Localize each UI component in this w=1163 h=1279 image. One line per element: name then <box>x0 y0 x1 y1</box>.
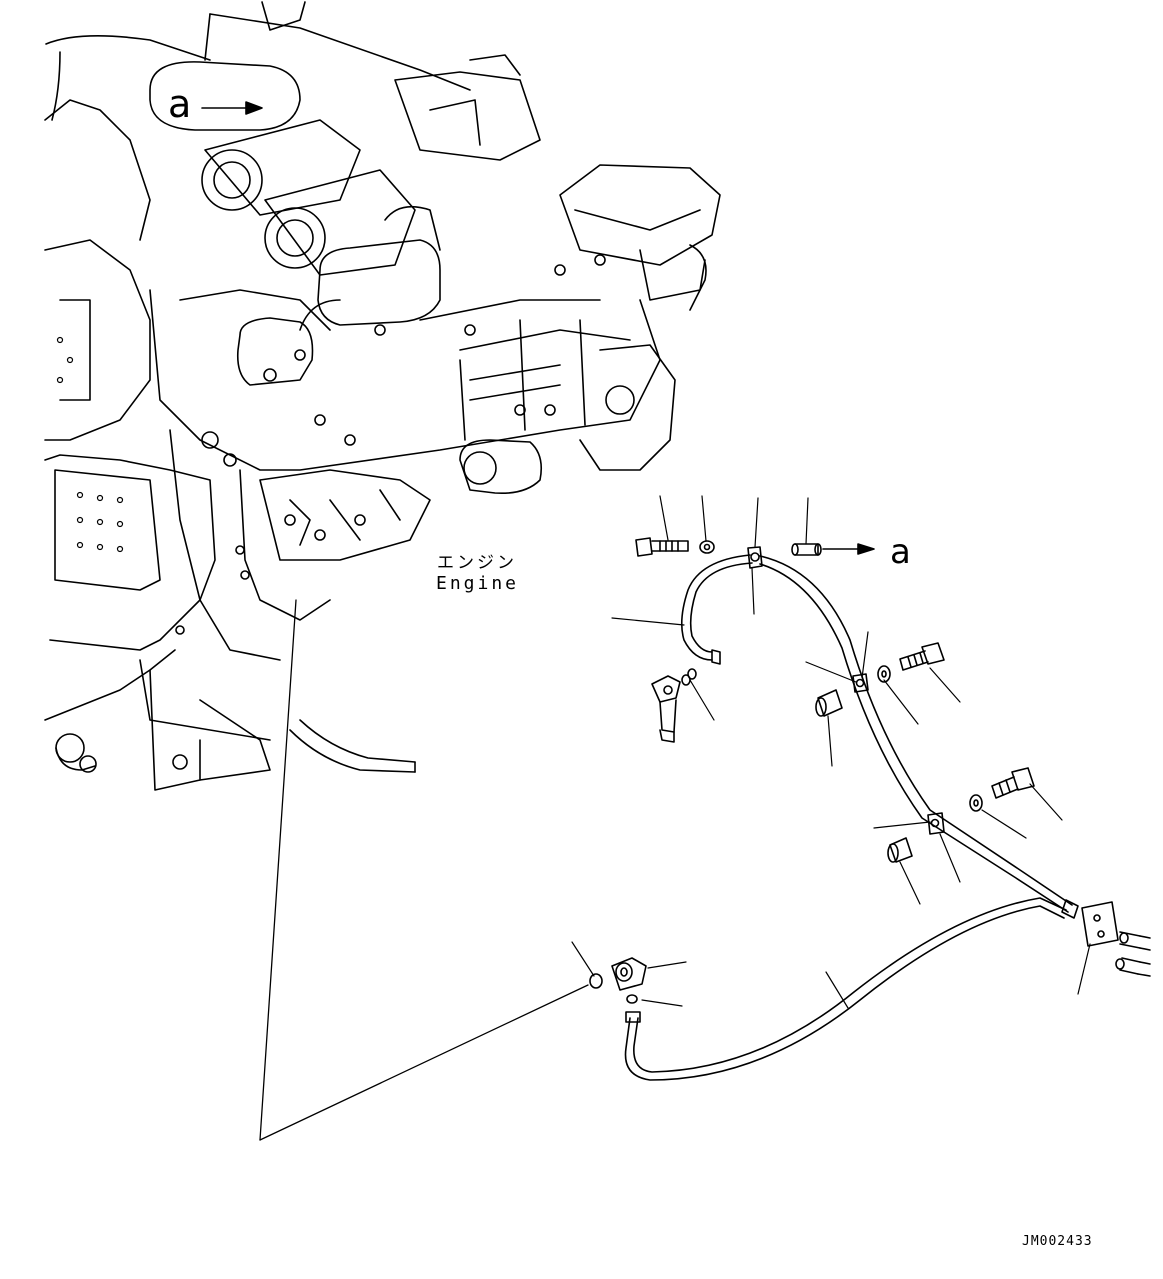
engine-label-english: Engine <box>436 573 520 594</box>
hose-lower <box>624 897 1067 1081</box>
elbow-fitting-lower <box>611 957 647 991</box>
hose-main <box>759 555 1079 919</box>
engine-leader-lines <box>259 599 589 1141</box>
o-ring-lower-a <box>589 973 603 989</box>
bolt-mid <box>899 642 945 671</box>
washer-mid <box>877 665 891 683</box>
spacer-lower <box>887 837 913 863</box>
o-ring-lower-b <box>626 994 638 1004</box>
clamp-top <box>747 546 763 569</box>
bolt-lower <box>991 767 1035 799</box>
connector-block <box>1081 901 1151 977</box>
o-ring-upper <box>687 668 697 680</box>
callout-leaders <box>571 495 1091 1009</box>
engine-label-japanese: エンジン <box>437 553 517 573</box>
elbow-fitting-upper <box>651 674 691 743</box>
engine-illustration <box>44 1 721 791</box>
drawing-code: JM002433 <box>1022 1234 1093 1249</box>
spacer-top <box>791 543 822 556</box>
spacer-mid <box>815 689 843 717</box>
reference-arrow-right <box>822 543 875 555</box>
washer-top <box>699 540 715 554</box>
reference-arrow-top <box>201 101 263 115</box>
hose-upper-left <box>680 554 753 665</box>
clamp-lower <box>927 812 945 835</box>
hose-assembly-parts <box>571 495 1151 1081</box>
bolt-top <box>635 537 689 557</box>
reference-letter-right: a <box>890 532 911 572</box>
clamp-mid <box>852 673 869 693</box>
reference-letter-top: a <box>168 82 192 126</box>
washer-lower <box>969 794 983 812</box>
